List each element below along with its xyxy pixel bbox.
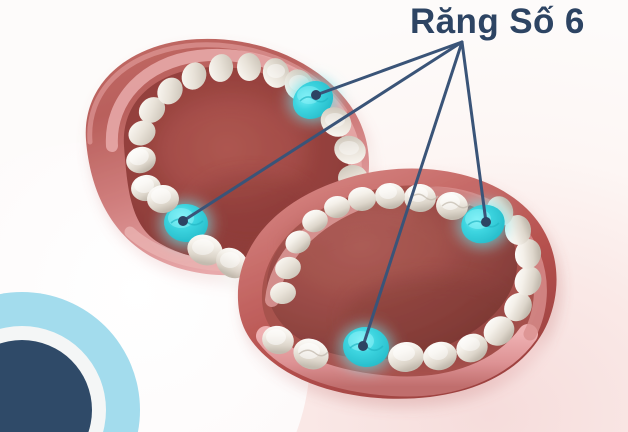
lower-jaw-model	[237, 168, 557, 399]
upper-tooth	[236, 53, 262, 81]
lower-tooth	[270, 281, 296, 305]
annotation-dot-upper-right	[311, 90, 321, 100]
upper-tooth	[334, 135, 366, 165]
lower-tooth	[504, 292, 532, 322]
upper-tooth	[147, 184, 179, 214]
upper-tooth	[208, 54, 234, 82]
upper-tooth	[181, 62, 207, 90]
lower-tooth	[423, 341, 457, 371]
lower-tooth	[483, 316, 515, 346]
upper-tooth	[157, 77, 183, 105]
lower-tooth	[275, 256, 301, 280]
lower-tooth	[285, 230, 311, 254]
annotation-dot-lower-right	[481, 217, 491, 227]
annotation-dot-upper-left	[178, 216, 188, 226]
upper-tooth	[262, 58, 290, 88]
lower-tooth	[388, 341, 424, 373]
lower-tooth	[324, 195, 350, 219]
upper-tooth	[187, 234, 223, 266]
annotation-line-lower-right	[460, 40, 488, 224]
lower-teeth	[262, 182, 542, 379]
lower-tooth	[456, 333, 488, 363]
upper-tooth	[126, 146, 156, 174]
upper-tooth	[138, 97, 166, 123]
upper-tooth	[128, 120, 156, 146]
annotation-lines	[178, 40, 491, 351]
lower-tooth	[302, 209, 328, 233]
lower-tooth	[262, 325, 294, 355]
upper-gum-ridge-front	[124, 226, 230, 272]
upper-tooth	[216, 247, 248, 279]
annotation-line-upper-right	[314, 40, 464, 97]
lower-tooth	[348, 186, 376, 212]
lower-tooth	[514, 266, 542, 296]
lower-tooth	[514, 239, 542, 269]
lower-tooth	[375, 182, 405, 210]
lower-tooth	[436, 191, 471, 221]
annotation-line-lower-left	[361, 40, 464, 348]
annotation-line-upper-left	[181, 40, 464, 223]
annotation-dot-lower-left	[358, 341, 368, 351]
lower-tooth	[293, 338, 329, 370]
page-title: Răng Số 6	[410, 2, 585, 41]
lower-gum-ridge-front	[256, 324, 538, 397]
